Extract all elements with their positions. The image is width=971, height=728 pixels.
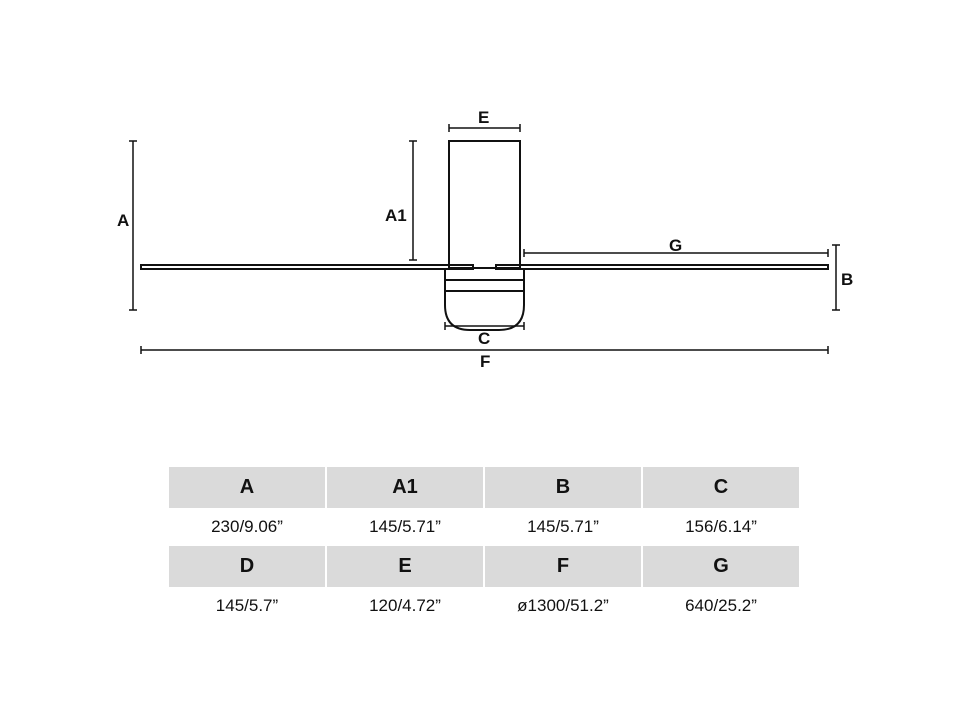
header-cell: B xyxy=(485,467,641,508)
dim-A1 xyxy=(409,140,417,261)
value-cell: 640/25.2” xyxy=(685,596,757,615)
dim-C xyxy=(444,322,525,330)
header-cell: A xyxy=(169,467,325,508)
dim-E xyxy=(448,124,521,132)
value-cell: 145/5.7” xyxy=(215,596,279,615)
motor-body xyxy=(448,140,521,269)
value-cell: 145/5.71” xyxy=(369,517,441,536)
label-B: B xyxy=(841,270,853,289)
value-cell: 230/9.06” xyxy=(211,517,283,536)
label-C: C xyxy=(478,329,490,348)
dim-G xyxy=(523,249,829,257)
value-cell: 156/6.14” xyxy=(685,517,757,536)
value-cell: 120/4.72” xyxy=(369,596,441,615)
header-cell: G xyxy=(643,546,799,587)
label-G: G xyxy=(669,236,682,255)
lower-housing xyxy=(444,269,525,331)
dim-A xyxy=(129,140,137,311)
blade-right xyxy=(495,264,829,270)
header-cell: A1 xyxy=(327,467,483,508)
label-F: F xyxy=(480,352,490,371)
header-cell: D xyxy=(169,546,325,587)
header-cell: E xyxy=(327,546,483,587)
value-cell: ø1300/51.2” xyxy=(517,596,609,615)
dim-B xyxy=(832,244,840,311)
dimension-lines xyxy=(129,124,840,354)
blade-left xyxy=(140,264,474,270)
label-E: E xyxy=(478,108,489,127)
header-cell: F xyxy=(485,546,641,587)
label-A1: A1 xyxy=(385,206,407,225)
header-cell: C xyxy=(643,467,799,508)
label-A: A xyxy=(117,211,129,230)
dim-F xyxy=(140,346,829,354)
value-cell: 145/5.71” xyxy=(527,517,599,536)
